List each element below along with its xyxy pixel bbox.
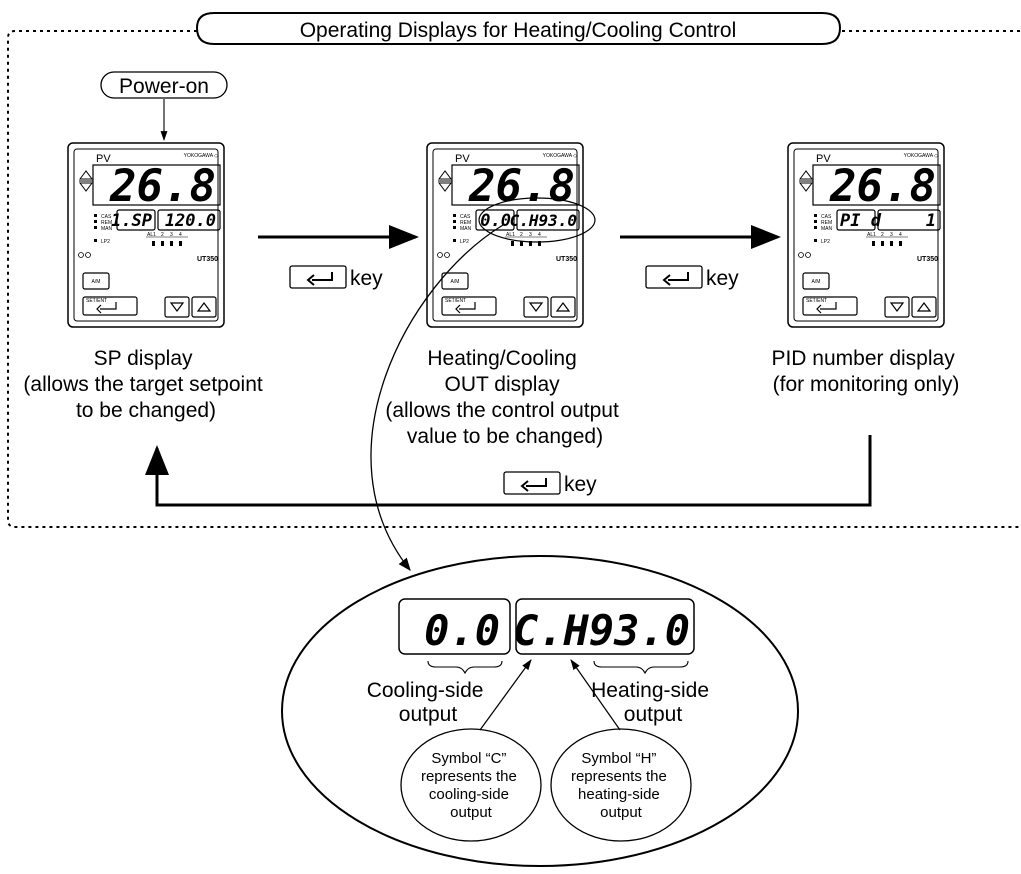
zoom-cooling-value: 0.0 <box>424 606 500 655</box>
lamp-cas: CAS <box>460 214 471 220</box>
lower-right-display: 120.0 <box>165 211 216 231</box>
am-button-label: A/M <box>812 279 821 285</box>
am-button-label: A/M <box>451 279 460 285</box>
caption-pid-display: PID number display (for monitoring only) <box>771 347 960 396</box>
power-on-pill <box>100 71 228 99</box>
zoom-ellipse <box>281 555 799 867</box>
brand-label: YOKOGAWA ◇ <box>184 153 218 159</box>
symbol-c-bubble <box>400 728 542 842</box>
title-pill <box>195 12 842 45</box>
controller-pid-display: PV YOKOGAWA ◇ 26.8 PI d 1 CAS REM MAN LP… <box>787 142 945 328</box>
pv-value-display: 26.8 <box>109 161 216 212</box>
setent-button-label: SET/ENT <box>86 298 107 304</box>
pv-tag: PV <box>455 153 470 165</box>
alarm-1: AL1 <box>147 232 156 238</box>
controller-out-display: PV YOKOGAWA ◇ 26.8 0.0 C.H93.0 CAS REM M… <box>426 142 596 328</box>
lamp-lp2: LP2 <box>821 239 830 245</box>
heating-brace <box>593 660 689 675</box>
alarm-2: 2 <box>520 232 523 238</box>
key-3: key <box>503 471 597 496</box>
alarm-4: 4 <box>179 232 182 238</box>
setent-button-label: SET/ENT <box>445 298 466 304</box>
alarm-4: 4 <box>899 232 902 238</box>
key-2: key <box>645 265 739 290</box>
key-label: key <box>706 267 739 290</box>
zoom-connector-arrow <box>370 224 504 572</box>
lower-left-display: 1.SP <box>111 211 153 231</box>
key-label: key <box>564 473 597 496</box>
symbol-c-pointer <box>479 659 532 731</box>
alarm-3: 3 <box>170 232 173 238</box>
caption-sp-display: SP display (allows the target setpoint t… <box>23 347 268 422</box>
brand-label: YOKOGAWA ◇ <box>904 153 938 159</box>
pv-tag: PV <box>816 153 831 165</box>
power-on-label: Power-on <box>119 75 209 98</box>
lamp-rem: REM <box>821 220 832 226</box>
lamp-rem: REM <box>460 220 471 226</box>
diagram-title: Operating Displays for Heating/Cooling C… <box>300 19 737 42</box>
symbol-c-text: Symbol “C” represents the cooling-side o… <box>421 750 521 821</box>
zoom-heating-value: C.H93.0 <box>513 606 690 655</box>
alarm-4: 4 <box>538 232 541 238</box>
lamp-lp2: LP2 <box>101 239 110 245</box>
cooling-side-label: Cooling-side output <box>367 679 490 726</box>
arrow-pid-to-sp <box>145 435 872 507</box>
zoom-heating-window <box>515 598 695 655</box>
am-button-label: A/M <box>92 279 101 285</box>
symbol-h-bubble <box>550 728 692 842</box>
symbol-h-pointer <box>570 659 621 731</box>
alarm-2: 2 <box>161 232 164 238</box>
alarm-1: AL1 <box>867 232 876 238</box>
model-label: UT350 <box>917 256 938 263</box>
lower-left-display: 0.0 <box>480 211 511 231</box>
model-label: UT350 <box>556 256 577 263</box>
zoom-cooling-window <box>398 598 511 655</box>
caption-out-display: Heating/Cooling OUT display (allows the … <box>385 347 624 448</box>
controller-sp-display: PV YOKOGAWA ◇ 26.8 1.SP 120.0 CAS REM MA… <box>67 142 225 328</box>
lower-right-display: 1 <box>926 211 936 231</box>
lower-left-display: PI d <box>840 211 882 231</box>
dotted-frame <box>7 30 1021 528</box>
symbol-h-text: Symbol “H” represents the heating-side o… <box>571 750 671 821</box>
alarm-2: 2 <box>881 232 884 238</box>
lower-right-display: C.H93.0 <box>510 211 577 230</box>
alarm-3: 3 <box>890 232 893 238</box>
alarm-3: 3 <box>529 232 532 238</box>
lamp-lp2: LP2 <box>460 239 469 245</box>
setent-button-label: SET/ENT <box>806 298 827 304</box>
cooling-brace <box>427 660 503 675</box>
lamp-man: MAN <box>460 226 472 232</box>
lamp-rem: REM <box>101 220 112 226</box>
pv-value-display: 26.8 <box>829 161 936 212</box>
heating-side-label: Heating-side output <box>591 679 715 726</box>
model-label: UT350 <box>197 256 218 263</box>
key-label: key <box>350 267 383 290</box>
lamp-cas: CAS <box>821 214 832 220</box>
pv-value-display: 26.8 <box>468 161 575 212</box>
lamp-man: MAN <box>821 226 833 232</box>
brand-label: YOKOGAWA ◇ <box>543 153 577 159</box>
lamp-man: MAN <box>101 226 113 232</box>
out-display-highlight <box>478 197 596 243</box>
lamp-cas: CAS <box>101 214 112 220</box>
alarm-1: AL1 <box>506 232 515 238</box>
pv-tag: PV <box>96 153 111 165</box>
key-1: key <box>289 265 383 290</box>
